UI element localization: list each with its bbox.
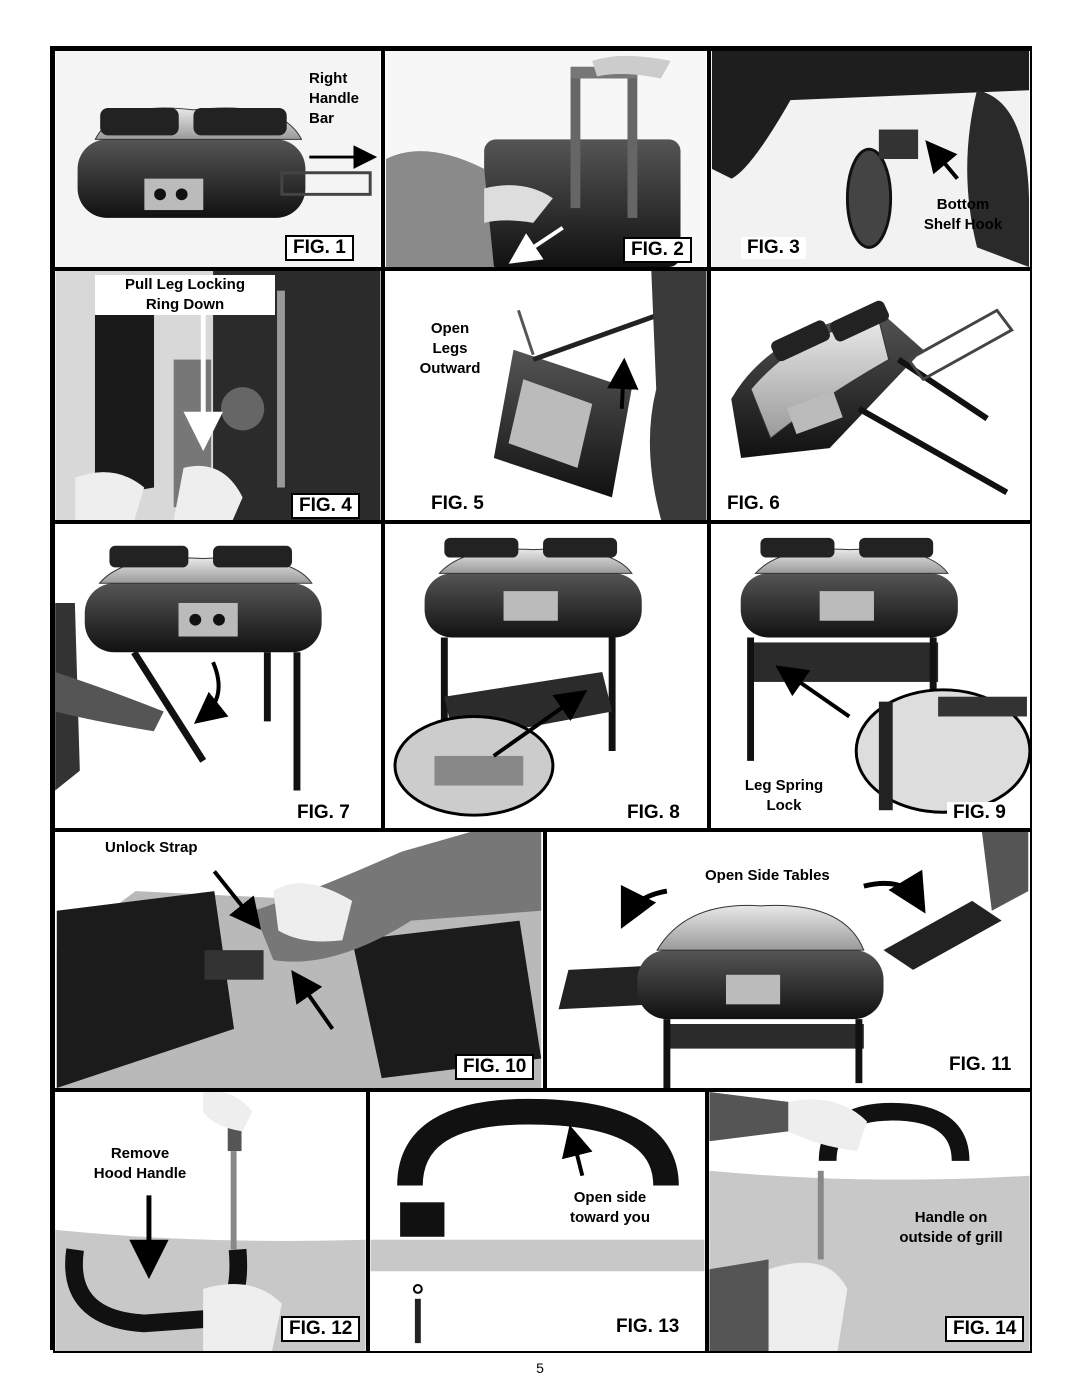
fig12-label: Remove Hood Handle	[93, 1145, 187, 1182]
fig11-side-tables-illustration	[548, 832, 1029, 1088]
fig8-shelf-illustration	[385, 524, 707, 828]
fig5-open-legs-illustration	[385, 271, 707, 520]
fig5-label: Open Legs Outward	[419, 320, 481, 377]
fig10-strap-illustration	[56, 832, 542, 1088]
fig11-label: Open Side Tables	[705, 867, 830, 884]
fig1-caption: FIG. 1	[285, 235, 354, 261]
figure-2-panel: FIG. 2	[383, 49, 709, 269]
figure-grid: Right Handle Bar FIG. 1 FIG. 2 Bottom Sh…	[50, 46, 1032, 1353]
fig3-hook-illustration	[711, 51, 1030, 267]
fig3-caption: FIG. 3	[741, 237, 806, 259]
fig12-caption: FIG. 12	[281, 1316, 361, 1342]
figure-3-panel: Bottom Shelf Hook FIG. 3	[709, 49, 1032, 269]
fig12-remove-handle-illustration	[55, 1092, 366, 1351]
fig9-spring-lock-illustration	[711, 524, 1030, 828]
fig2-handle-illustration	[385, 51, 707, 267]
fig6-caption: FIG. 6	[721, 493, 786, 515]
fig5-caption: FIG. 5	[425, 493, 490, 515]
figure-5-panel: Open Legs Outward FIG. 5	[383, 269, 709, 522]
figure-1-panel: Right Handle Bar FIG. 1	[53, 49, 383, 269]
fig10-caption: FIG. 10	[455, 1054, 535, 1080]
figure-10-panel: Unlock Strap FIG. 10	[53, 830, 545, 1090]
fig1-grill-illustration	[56, 51, 380, 267]
figure-12-panel: Remove Hood Handle FIG. 12	[53, 1090, 368, 1353]
figure-9-panel: Leg Spring Lock FIG. 9	[709, 522, 1032, 830]
fig7-leg-lock-illustration	[55, 524, 381, 828]
fig9-caption: FIG. 9	[947, 802, 1012, 824]
fig14-caption: FIG. 14	[945, 1316, 1025, 1342]
fig1-label: Right Handle Bar	[309, 70, 360, 127]
fig9-label: Leg Spring Lock	[744, 777, 824, 814]
fig3-label: Bottom Shelf Hook	[923, 196, 1003, 233]
fig13-caption: FIG. 13	[610, 1316, 686, 1338]
figure-11-panel: Open Side Tables FIG. 11	[545, 830, 1032, 1090]
fig4-label: Pull Leg Locking Ring Down	[95, 275, 275, 315]
fig8-caption: FIG. 8	[621, 802, 686, 824]
fig10-label: Unlock Strap	[105, 839, 198, 856]
figure-13-panel: Open side toward you FIG. 13	[368, 1090, 707, 1353]
fig4-caption: FIG. 4	[291, 493, 360, 519]
fig13-handle-parts-illustration	[370, 1092, 705, 1351]
fig14-label: Handle on outside of grill	[899, 1209, 1003, 1246]
figure-6-panel: FIG. 6	[709, 269, 1032, 522]
fig7-caption: FIG. 7	[291, 802, 356, 824]
figure-8-panel: FIG. 8	[383, 522, 709, 830]
figure-7-panel: FIG. 7	[53, 522, 383, 830]
fig6-legs-open-illustration	[711, 271, 1030, 520]
fig2-caption: FIG. 2	[623, 237, 692, 263]
figure-14-panel: Handle on outside of grill FIG. 14	[707, 1090, 1032, 1353]
figure-4-panel: Pull Leg Locking Ring Down FIG. 4	[53, 269, 383, 522]
fig11-caption: FIG. 11	[943, 1054, 1018, 1076]
fig14-handle-installed-illustration	[709, 1092, 1030, 1351]
fig13-label: Open side toward you	[569, 1189, 650, 1226]
page-number: 5	[536, 1360, 544, 1376]
